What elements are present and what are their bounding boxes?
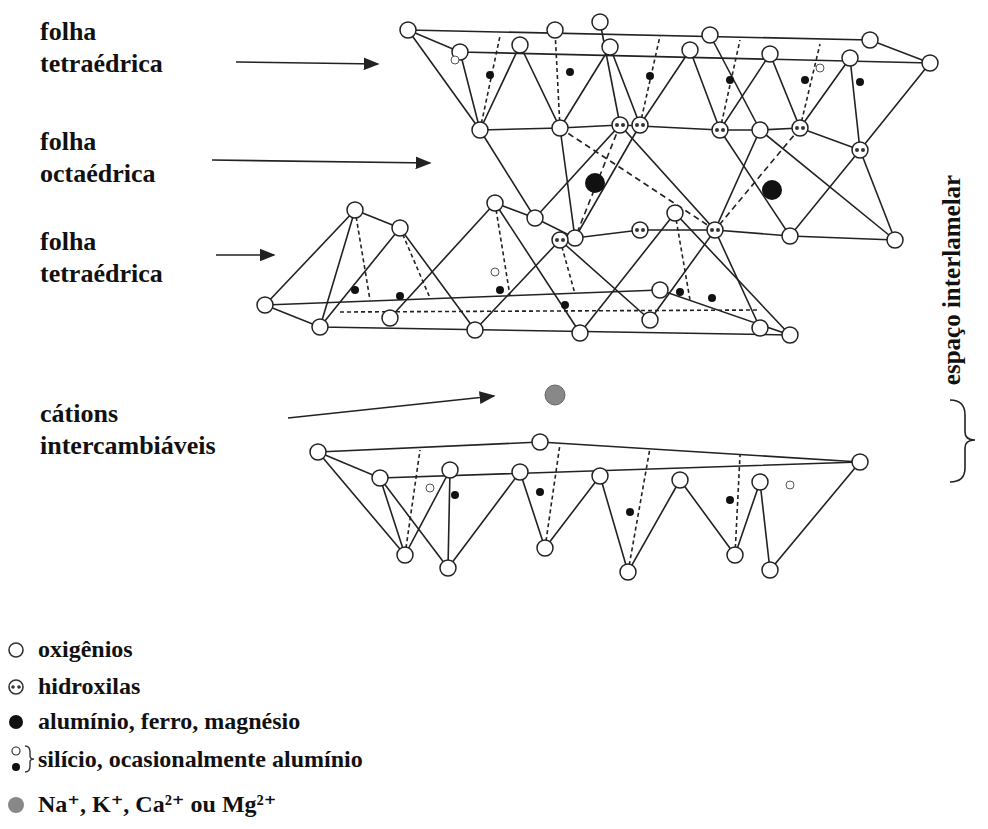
interlayer-label: espaço interlamelar (937, 175, 968, 385)
legend-text: silício, ocasionalmente alumínio (38, 745, 363, 774)
legend-text: oxigênios (38, 635, 133, 664)
legend-text: alumínio, ferro, magnésio (38, 707, 300, 736)
sheet-label: folha tetraédrica (40, 226, 163, 289)
sheet-label: folha tetraédrica (40, 16, 163, 79)
legend-text: Na⁺, K⁺, Ca²⁺ ou Mg²⁺ (38, 790, 276, 819)
sheet-label: folha octaédrica (40, 126, 156, 189)
legend-text: hidroxilas (38, 672, 140, 701)
legend-symbols (8, 643, 34, 813)
cation-label: cátions intercambiáveis (40, 398, 216, 461)
